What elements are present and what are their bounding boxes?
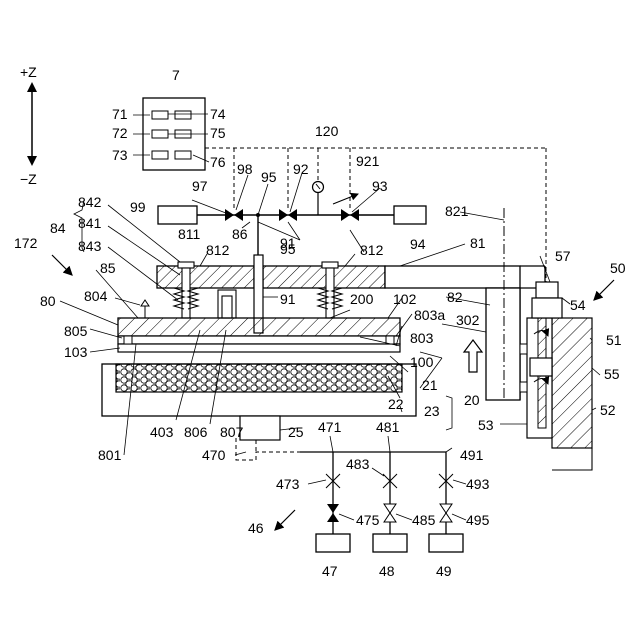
label-92: 92 xyxy=(293,161,309,177)
label-82: 82 xyxy=(447,289,463,305)
label-485: 485 xyxy=(412,512,436,528)
label-806: 806 xyxy=(184,424,208,440)
label-21: 21 xyxy=(422,377,438,393)
label-471: 471 xyxy=(318,419,342,435)
plus-z-label: +Z xyxy=(20,64,37,80)
label-99: 99 xyxy=(130,199,146,215)
label-81: 81 xyxy=(470,235,486,251)
label-95-mid: 95 xyxy=(280,241,296,257)
label-46: 46 xyxy=(248,520,264,536)
label-49: 49 xyxy=(436,563,452,579)
label-803: 803 xyxy=(410,330,434,346)
label-495: 495 xyxy=(466,512,490,528)
label-475: 475 xyxy=(356,512,380,528)
valve-495-icon xyxy=(440,504,452,522)
slot-72-label: 72 xyxy=(112,125,128,141)
label-98: 98 xyxy=(237,161,253,177)
label-812-left: 812 xyxy=(206,242,230,258)
label-51: 51 xyxy=(606,332,622,348)
label-80: 80 xyxy=(40,293,56,309)
label-812-right: 812 xyxy=(360,242,384,258)
label-97: 97 xyxy=(192,178,208,194)
exhaust-destinations xyxy=(316,534,463,552)
label-94: 94 xyxy=(410,236,426,252)
label-53: 53 xyxy=(478,417,494,433)
controller-label: 7 xyxy=(172,67,180,83)
label-20: 20 xyxy=(464,392,480,408)
label-811: 811 xyxy=(178,226,201,242)
label-48: 48 xyxy=(379,563,395,579)
z-axis-indicator: +Z −Z xyxy=(20,64,37,187)
gas-source-99 xyxy=(158,206,197,224)
valve-97-icon xyxy=(225,209,243,221)
label-120: 120 xyxy=(315,123,339,139)
label-23: 23 xyxy=(424,403,440,419)
label-91-mid: 91 xyxy=(280,291,296,307)
valve-485-icon xyxy=(384,504,396,522)
label-843: 843 xyxy=(78,238,102,254)
slot-71-label: 71 xyxy=(112,106,128,122)
label-50: 50 xyxy=(610,260,626,276)
label-805: 805 xyxy=(64,323,88,339)
label-302: 302 xyxy=(456,312,480,328)
label-102: 102 xyxy=(393,291,417,307)
label-55: 55 xyxy=(604,366,620,382)
label-841: 841 xyxy=(78,215,102,231)
label-801: 801 xyxy=(98,447,122,463)
label-483: 483 xyxy=(346,456,370,472)
label-57: 57 xyxy=(555,248,571,264)
label-84: 84 xyxy=(50,220,66,236)
label-25: 25 xyxy=(288,424,304,440)
label-103: 103 xyxy=(64,344,88,360)
lift-arrow-icon xyxy=(464,340,482,372)
slot-75-label: 75 xyxy=(210,125,226,141)
label-100: 100 xyxy=(410,354,434,370)
valve-475-icon xyxy=(327,504,339,522)
valve-92-icon xyxy=(279,209,297,221)
label-481: 481 xyxy=(376,419,400,435)
label-491: 491 xyxy=(460,447,484,463)
valve-93-icon xyxy=(341,209,359,221)
label-93: 93 xyxy=(372,178,388,194)
label-921: 921 xyxy=(356,153,380,169)
label-172: 172 xyxy=(14,235,38,251)
label-95-top: 95 xyxy=(261,169,277,185)
label-47: 47 xyxy=(322,563,338,579)
minus-z-label: −Z xyxy=(20,171,37,187)
label-54: 54 xyxy=(570,297,586,313)
slot-76-label: 76 xyxy=(210,154,226,170)
label-403: 403 xyxy=(150,424,174,440)
label-200: 200 xyxy=(350,291,374,307)
label-470: 470 xyxy=(202,447,226,463)
slot-74-label: 74 xyxy=(210,106,226,122)
label-473: 473 xyxy=(276,476,300,492)
label-803a: 803a xyxy=(414,307,445,323)
label-22: 22 xyxy=(388,396,404,412)
controller-box: 7 71 72 73 74 75 76 xyxy=(112,67,226,170)
label-821: 821 xyxy=(445,203,469,219)
label-807: 807 xyxy=(220,424,244,440)
label-86: 86 xyxy=(232,226,248,242)
label-52: 52 xyxy=(600,402,616,418)
slot-73-label: 73 xyxy=(112,147,128,163)
label-804: 804 xyxy=(84,288,108,304)
label-85: 85 xyxy=(100,260,116,276)
gas-source-94 xyxy=(394,206,426,224)
label-842: 842 xyxy=(78,194,102,210)
label-493: 493 xyxy=(466,476,490,492)
